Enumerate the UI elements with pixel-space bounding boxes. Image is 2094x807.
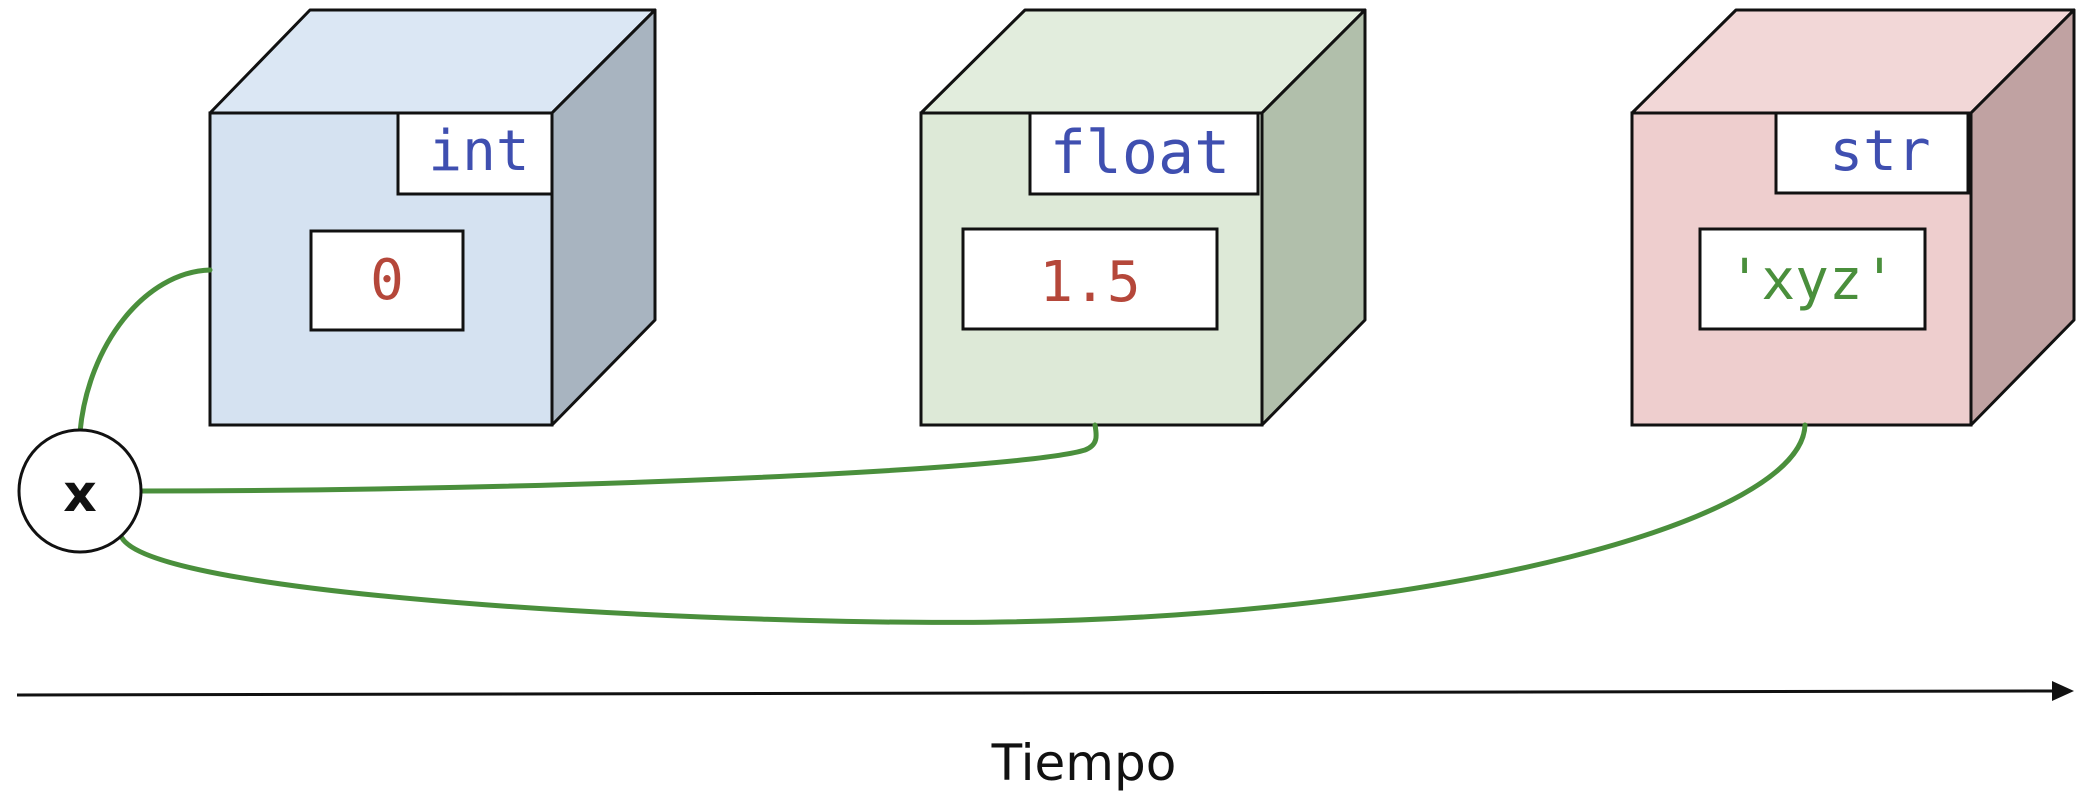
variable-circle [17,428,143,554]
type-label-float: float [1050,118,1231,188]
type-label-box-int [396,111,554,196]
time-axis-line [16,689,2056,697]
object-int: int 0 [208,8,657,427]
value-box-int [309,229,465,332]
reference-to-int [77,267,213,435]
variable-node: x [17,428,143,554]
type-label-box-str [1774,111,1970,195]
value-str: 'xyz' [1728,248,1897,313]
value-int: 0 [370,248,404,313]
reference-to-float [137,422,1099,494]
type-label-int: int [428,119,529,184]
object-float: float 1.5 [919,8,1367,427]
value-float: 1.5 [1039,250,1140,315]
references [77,267,1808,625]
type-label-box-float [1028,111,1260,196]
variable-name: x [63,464,97,524]
time-axis: Tiempo [16,681,2074,792]
object-str: str 'xyz' [1630,8,2076,427]
time-axis-label: Tiempo [991,734,1177,792]
reference-to-str [119,422,1808,625]
type-label-str: str [1829,119,1930,184]
value-box-float [961,227,1219,331]
value-box-str [1698,227,1927,331]
time-axis-arrowhead [2052,681,2074,701]
